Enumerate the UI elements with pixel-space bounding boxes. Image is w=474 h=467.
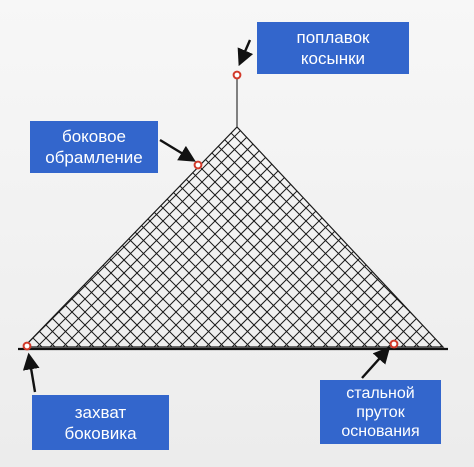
grip-arrow-icon <box>22 352 40 393</box>
side-frame-marker <box>193 160 203 170</box>
float-label-line-1: поплавок <box>296 28 370 47</box>
side-frame-arrow-icon <box>159 138 196 162</box>
side-frame-label: боковое обрамление <box>30 121 158 173</box>
grip-label: захват боковика <box>32 395 169 450</box>
float-label-line-2: косынки <box>300 49 366 68</box>
base-rod-label-line-3: основания <box>341 422 420 440</box>
base-rod-label: стальной пруток основания <box>320 380 441 444</box>
side-frame-label-line-1: боковое <box>61 127 126 146</box>
grip-marker <box>22 341 32 351</box>
grip-label-line-2: боковика <box>64 423 137 443</box>
base-rod-label-line-1: стальной <box>346 384 415 402</box>
float-marker <box>232 70 242 80</box>
base-rod-marker <box>389 339 399 349</box>
grip-label-line-1: захват <box>74 402 127 422</box>
base-rod-label-line-2: пруток <box>356 403 405 421</box>
float-label: поплавок косынки <box>257 22 409 74</box>
side-frame-label-line-2: обрамление <box>45 148 143 167</box>
base-rod-arrow-icon <box>361 346 391 379</box>
net-outline <box>22 126 445 348</box>
float-arrow-icon <box>237 39 254 67</box>
